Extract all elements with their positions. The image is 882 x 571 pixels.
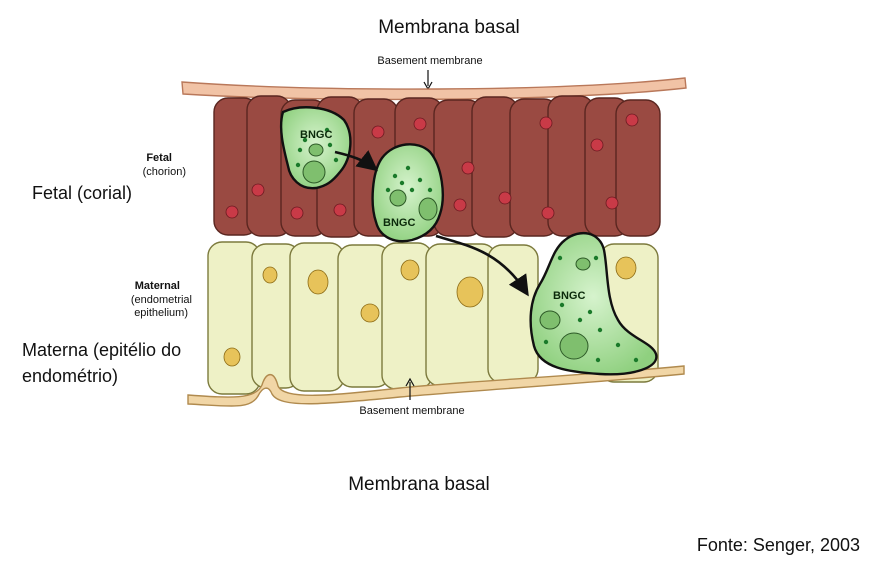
- maternal-cell: [425, 243, 497, 387]
- fetal-nuclei: [225, 113, 639, 220]
- maternal-sub-label-1: (endometrial: [131, 294, 192, 306]
- bngc-cell-3: BNGC: [529, 231, 658, 376]
- fetal-cell: [615, 99, 661, 237]
- bngc-cell-2: BNGC: [371, 143, 444, 243]
- maternal-translation-1: Materna (epitélio do: [22, 340, 181, 360]
- maternal-sub-label-2: epithelium): [134, 307, 188, 319]
- fetal-label: Fetal: [146, 152, 172, 164]
- maternal-cell: [289, 242, 345, 392]
- bottom-basal-membrane-title: Membrana basal: [348, 474, 490, 495]
- bottom-basement-arrowhead: [405, 377, 415, 387]
- bottom-basement-membrane-label: Basement membrane: [359, 405, 464, 417]
- maternal-label: Maternal: [135, 280, 180, 292]
- top-basal-membrane-title: Membrana basal: [378, 17, 520, 38]
- maternal-translation-2: endométrio): [22, 366, 118, 386]
- bngc-cell-1: BNGC: [279, 106, 352, 190]
- maternal-nuclei: [223, 256, 637, 367]
- top-basement-membrane-label: Basement membrane: [377, 55, 482, 67]
- bngc-label: BNGC: [553, 290, 585, 302]
- source-credit: Fonte: Senger, 2003: [697, 535, 860, 555]
- bngc-label: BNGC: [383, 217, 415, 229]
- fetal-translation: Fetal (corial): [32, 183, 132, 203]
- migration-arrow: [435, 234, 529, 297]
- migration-arrow: [334, 150, 379, 172]
- bottom-basement-membrane: [187, 365, 685, 407]
- bngc-label: BNGC: [300, 129, 332, 141]
- fetal-sub-label: (chorion): [143, 166, 186, 178]
